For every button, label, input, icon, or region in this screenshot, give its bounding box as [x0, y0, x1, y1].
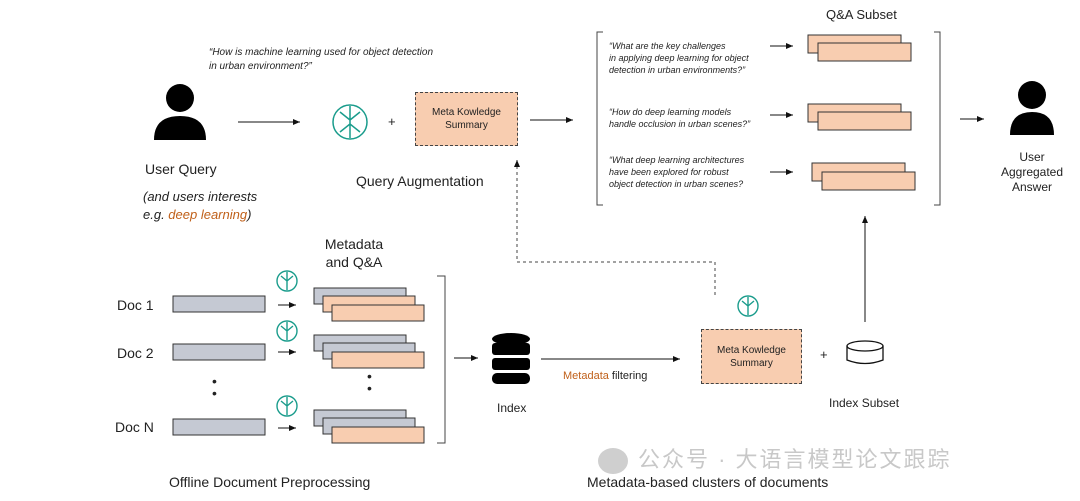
qa-left-bracket — [596, 31, 603, 206]
qa-stacks — [770, 34, 916, 191]
meta-knowledge-summary-bottom: Meta Kowledge Summary — [701, 329, 802, 384]
meta-knowledge-summary-top: Meta Kowledge Summary — [415, 92, 518, 146]
wechat-icon — [598, 448, 628, 475]
offline-bracket — [437, 275, 446, 444]
index-subset-label: Index Subset — [829, 396, 900, 410]
doc-arrows — [278, 302, 296, 431]
doc-2-label: Doc 2 — [117, 345, 154, 361]
query-augmentation-label: Query Augmentation — [356, 173, 484, 189]
doc-bars — [172, 295, 266, 436]
user-query-person-icon — [154, 84, 206, 140]
index-subset-icon — [846, 340, 884, 365]
qa-question-2: “How do deep learning models handle occl… — [609, 107, 751, 129]
offline-preprocessing-label: Offline Document Preprocessing — [169, 474, 371, 490]
qa-subset-title: Q&A Subset — [826, 7, 897, 22]
metadata-ellipsis-dots: • • — [367, 368, 372, 396]
index-label: Index — [497, 401, 527, 415]
user-interests-line1: (and users interests — [143, 189, 258, 204]
user-interests-line2: e.g. deep learning) — [143, 207, 251, 222]
qa-question-1: “What are the key challenges in applying… — [609, 41, 749, 75]
plus-sign-bottom: + — [820, 347, 828, 362]
interests-eg: e.g. — [143, 207, 169, 222]
index-database-icon — [492, 333, 530, 384]
filtering-rest: filtering — [608, 370, 648, 382]
metadata-qa-label: Metadata and Q&A — [324, 236, 384, 270]
interests-suffix: ) — [247, 207, 252, 222]
qa-question-3: “What deep learning architectures have b… — [609, 155, 745, 189]
dashed-arrow-summary-feedback — [514, 160, 716, 295]
watermark: 公众号 · 大语言模型论文跟踪 — [598, 442, 952, 475]
metadata-stacks — [313, 287, 425, 444]
interests-topic: deep learning — [168, 207, 248, 222]
plus-sign-top: + — [388, 114, 396, 129]
clusters-label: Metadata-based clusters of documents — [587, 474, 829, 490]
cluster-llm-icon — [737, 295, 759, 317]
doc-ellipsis-dots: • • — [212, 373, 217, 401]
user-query-label: User Query — [145, 161, 217, 177]
doc-n-label: Doc N — [115, 419, 154, 435]
query-question: “How is machine learning used for object… — [209, 47, 434, 72]
filtering-keyword: Metadata — [563, 370, 609, 382]
user-aggregated-answer-label: User Aggregated Answer — [1000, 150, 1064, 194]
watermark-text: 公众号 · 大语言模型论文跟踪 — [638, 447, 952, 472]
doc-llm-icons — [276, 270, 298, 417]
answer-person-icon — [1010, 81, 1054, 135]
doc-1-label: Doc 1 — [117, 297, 154, 313]
metadata-filtering-label: Metadata filtering — [563, 370, 647, 382]
qa-right-bracket — [934, 31, 941, 206]
llm-brain-icon — [332, 104, 368, 140]
